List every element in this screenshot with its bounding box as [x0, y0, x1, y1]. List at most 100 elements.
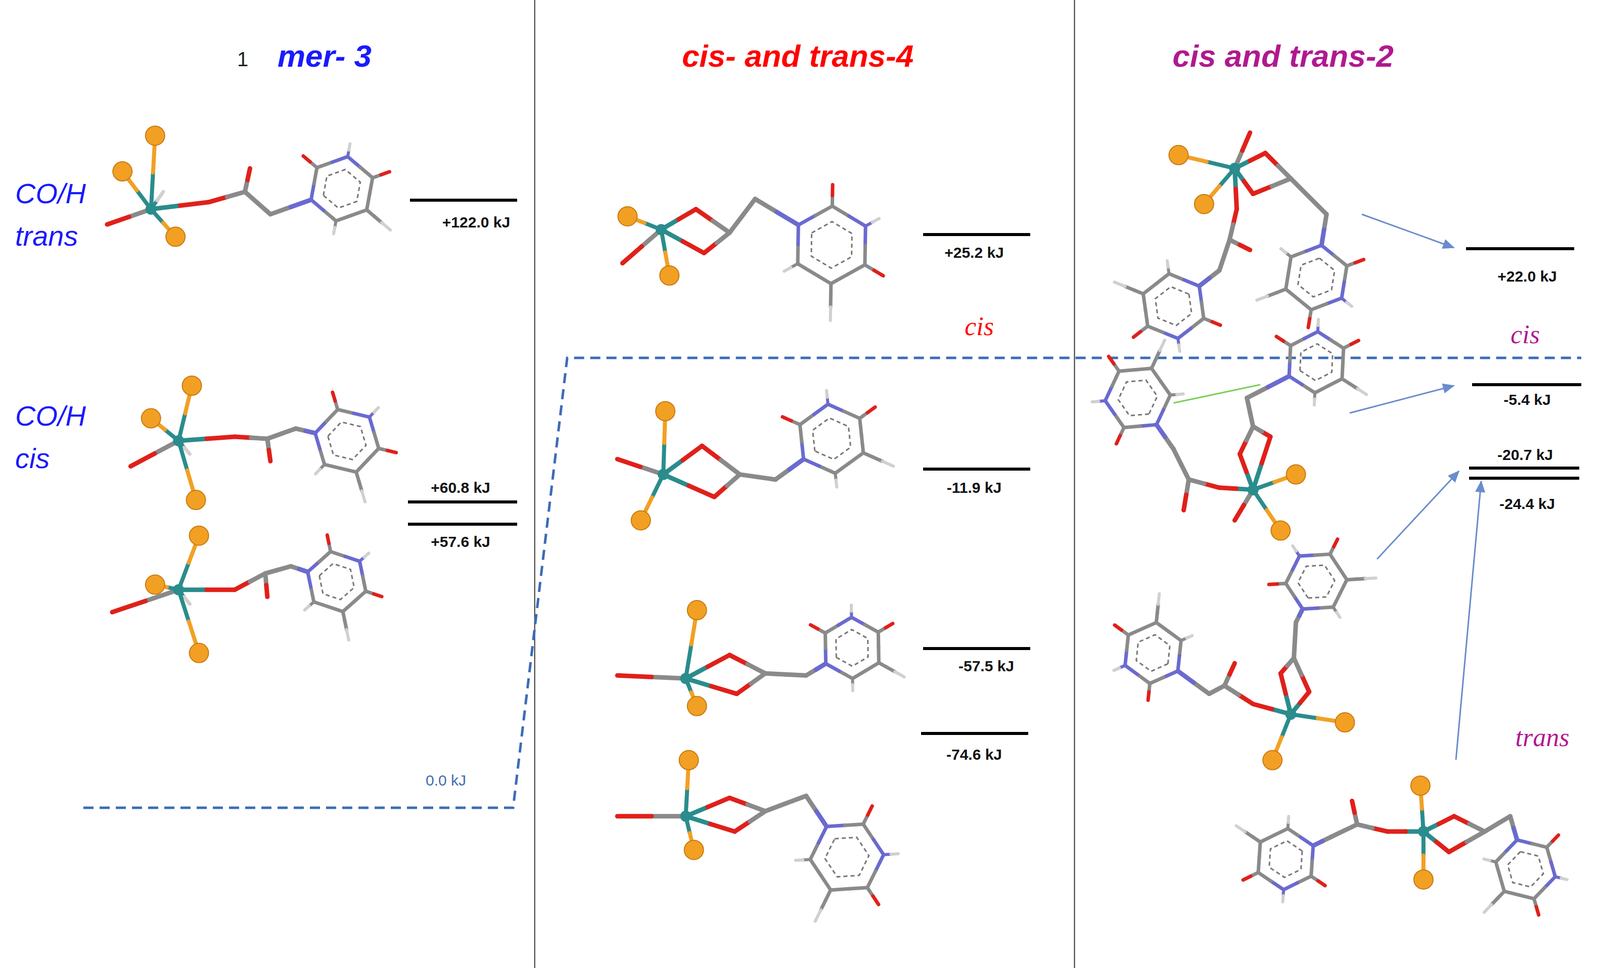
isomer-tag: trans [1515, 721, 1570, 754]
bond-stick [1344, 265, 1347, 283]
bond-stick [1229, 224, 1233, 240]
bond-stick [1163, 395, 1171, 410]
bond-stick [1317, 331, 1331, 340]
bond-stick [867, 806, 873, 816]
bond-stick [815, 206, 833, 216]
aromatic-ring-inner [1136, 634, 1170, 672]
bond-stick [785, 795, 806, 804]
bond-stick [747, 804, 766, 812]
bond-stick [838, 617, 852, 626]
bond-stick [1387, 829, 1406, 835]
bond-stick [622, 246, 642, 263]
energy-label: +57.6 kJ [430, 532, 491, 552]
bond-stick [885, 623, 893, 628]
metal-atom [1228, 162, 1241, 174]
bond-stick [184, 447, 190, 454]
bond-stick [1186, 479, 1190, 495]
halide-atom [145, 575, 165, 595]
halide-atom [141, 408, 161, 429]
bond-stick [849, 605, 853, 612]
bond-stick [1321, 230, 1324, 246]
bond-stick [257, 203, 271, 215]
bond-stick [815, 909, 821, 922]
bond-stick [1189, 479, 1205, 484]
bond-stick [326, 409, 338, 422]
bond-stick [803, 459, 820, 467]
bond-stick [1158, 593, 1160, 605]
bond-stick [716, 232, 730, 243]
bond-stick [328, 606, 344, 612]
bond-stick [303, 156, 311, 163]
bond-stick [1330, 554, 1339, 567]
bond-stick [1333, 593, 1341, 608]
bond-stick [1293, 640, 1295, 659]
bond-stick [819, 466, 836, 474]
bond-stick [1438, 816, 1454, 825]
metal-atom [655, 223, 667, 236]
bond-stick [307, 561, 320, 572]
bond-stick [345, 556, 360, 562]
bond-stick [882, 461, 894, 467]
bond-stick [747, 664, 766, 674]
metal-atom [657, 469, 669, 481]
molecule [130, 376, 396, 510]
bond-stick [1276, 336, 1284, 342]
bond-stick [873, 456, 883, 462]
bond-stick [1288, 256, 1292, 273]
bond-stick [696, 209, 713, 221]
bond-stick [314, 433, 320, 449]
bond-stick [798, 215, 816, 225]
bond-stick [1092, 401, 1100, 402]
bond-stick [1236, 826, 1246, 833]
bond-stick [867, 871, 876, 888]
bond-stick [874, 270, 884, 277]
bond-stick [184, 597, 190, 605]
energy-level-bar [407, 500, 518, 504]
molecule-illustrations [107, 125, 1568, 922]
metal-atom [1247, 484, 1259, 496]
bond-stick [755, 199, 777, 213]
bond-stick [729, 655, 748, 665]
bond-stick [795, 858, 804, 862]
isomer-label: CO/H cis [15, 394, 107, 480]
halide-atom [1270, 521, 1291, 541]
bond-stick [863, 824, 874, 840]
bond-stick [1261, 436, 1271, 464]
molecule [1236, 775, 1568, 916]
bond-stick [1314, 385, 1329, 393]
molecule [617, 390, 894, 530]
bond-stick [1116, 435, 1121, 444]
bond-stick [1285, 289, 1299, 300]
bond-stick [342, 601, 355, 612]
bond-stick [847, 264, 865, 275]
bond-stick [244, 191, 258, 203]
bond-stick [304, 606, 310, 611]
bond-stick [251, 437, 268, 439]
aromatic-ring-inner [1155, 286, 1192, 326]
isomer-tag: cis [964, 310, 994, 343]
halide-atom [186, 490, 206, 510]
bond-stick [707, 655, 730, 667]
isomer-tag: cis [1510, 318, 1540, 351]
aromatic-ring-inner [1269, 840, 1303, 878]
bond-stick [1291, 251, 1307, 257]
reference-dashed-line [83, 357, 1582, 808]
bond-stick [1517, 840, 1532, 844]
energy-label: +25.2 kJ [944, 243, 1004, 262]
bond-stick [765, 673, 786, 675]
bond-stick [1299, 555, 1315, 557]
bond-stick [1506, 840, 1518, 852]
bond-stick [1256, 296, 1268, 301]
bond-stick [1293, 658, 1302, 675]
halide-atom [1335, 712, 1355, 733]
halide-atom [678, 750, 699, 770]
bond-stick [1355, 259, 1364, 263]
bond-stick [1125, 665, 1138, 675]
bond-stick [270, 207, 291, 215]
aromatic-ring-inner [836, 629, 869, 667]
bond-stick [314, 421, 327, 433]
bond-stick [829, 295, 833, 307]
bond-stick [1277, 165, 1291, 179]
bond-stick [1311, 860, 1313, 877]
bond-stick [1163, 670, 1178, 677]
